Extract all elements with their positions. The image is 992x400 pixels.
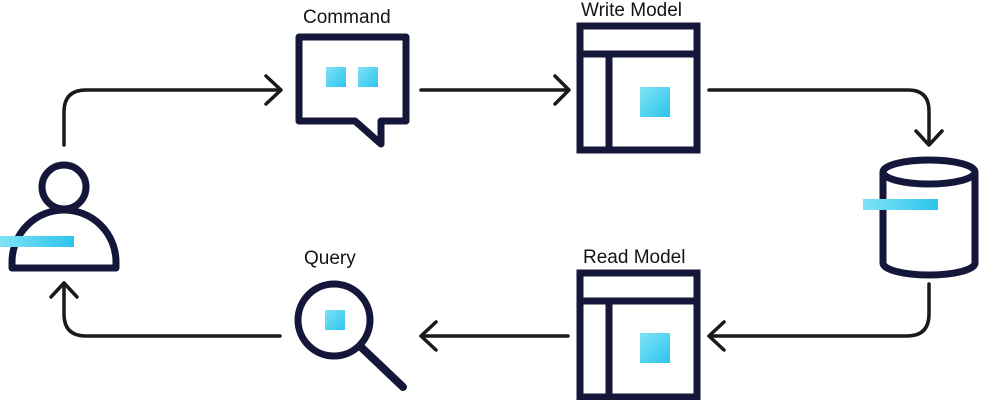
magnifier-icon <box>294 280 407 391</box>
user-accent-bar <box>0 236 74 247</box>
arrow-write-model-to-database <box>707 88 931 145</box>
write-model-accent <box>640 87 670 117</box>
write-model-icon <box>576 22 701 154</box>
speech-bubble-icon <box>295 33 410 148</box>
arrowhead-command <box>264 74 283 106</box>
arrowhead-user <box>49 281 79 299</box>
query-accent <box>325 310 345 330</box>
read-model-label: Read Model <box>583 247 686 268</box>
database-accent-bar <box>863 199 938 210</box>
arrow-query-to-user <box>62 281 282 338</box>
database-icon <box>863 156 979 279</box>
command-accent-right <box>358 67 378 87</box>
arrow-user-to-command <box>62 88 282 147</box>
flow-arrows <box>49 74 944 352</box>
arrowhead-query <box>419 320 438 352</box>
arrowhead-database <box>914 129 944 147</box>
read-model-accent <box>640 333 670 363</box>
command-accent-left <box>326 67 346 87</box>
user-icon <box>0 161 120 272</box>
arrowhead-write-model <box>553 74 571 106</box>
arrow-database-to-read-model <box>708 282 931 338</box>
read-model-icon <box>576 269 701 400</box>
write-model-label: Write Model <box>581 0 683 21</box>
arrowhead-read-model <box>707 320 726 352</box>
query-label: Query <box>304 248 356 269</box>
command-label: Command <box>303 7 391 28</box>
